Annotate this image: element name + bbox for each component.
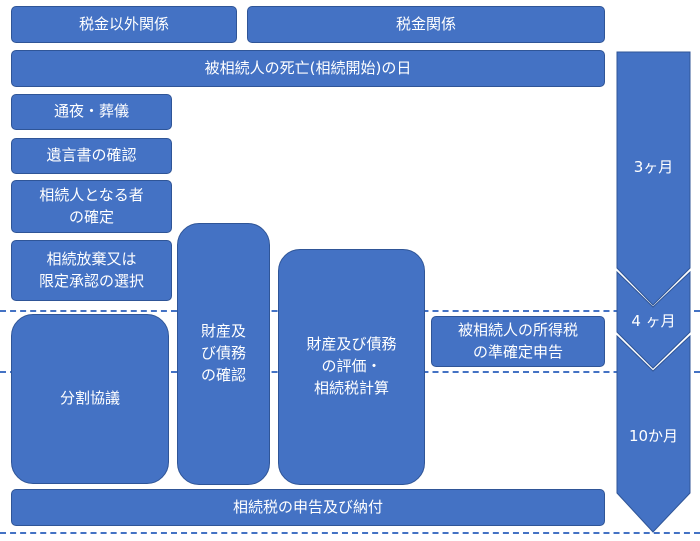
wake-funeral-label: 通夜・葬儀 xyxy=(53,102,129,121)
tax-header: 税金関係 xyxy=(247,6,605,43)
division-box: 分割協議 xyxy=(11,314,169,484)
three-month-label: 3ヶ月 xyxy=(633,158,674,176)
ten-month-arrow xyxy=(616,334,691,533)
four-month-arrow xyxy=(616,270,691,369)
ten-month-end-line xyxy=(0,532,700,534)
wake-funeral-box: 通夜・葬儀 xyxy=(11,94,172,130)
asset-eval-box: 財産及び債務 の評価・ 相続税計算 xyxy=(278,249,425,485)
income-tax-label: 被相続人の所得税 の準確定申告 xyxy=(457,320,578,361)
asset-confirm-label: 財産及 び債務 の確認 xyxy=(200,322,246,384)
non-tax-header: 税金以外関係 xyxy=(11,6,237,43)
asset-eval-label: 財産及び債務 の評価・ 相続税計算 xyxy=(306,335,397,397)
heir-confirm-box: 相続人となる者 の確定 xyxy=(11,180,172,233)
will-check-box: 遺言書の確認 xyxy=(11,138,172,174)
income-tax-box: 被相続人の所得税 の準確定申告 xyxy=(431,316,605,367)
non-tax-header-label: 税金以外関係 xyxy=(78,14,169,33)
heir-confirm-label: 相続人となる者 の確定 xyxy=(39,185,144,226)
asset-confirm-box: 財産及 び債務 の確認 xyxy=(177,223,270,485)
start-event-box: 被相続人の死亡(相続開始)の日 xyxy=(11,50,605,87)
start-event-label: 被相続人の死亡(相続開始)の日 xyxy=(204,58,412,77)
renounce-select-box: 相続放棄又は 限定承認の選択 xyxy=(11,240,172,301)
tax-filing-label: 相続税の申告及び納付 xyxy=(232,497,383,516)
will-check-label: 遺言書の確認 xyxy=(46,146,137,165)
division-label: 分割協議 xyxy=(59,389,120,408)
tax-filing-box: 相続税の申告及び納付 xyxy=(11,489,605,526)
three-month-arrow xyxy=(616,51,691,306)
four-month-label: 4 ヶ月 xyxy=(631,312,676,330)
ten-month-label: 10か月 xyxy=(628,427,679,445)
tax-header-label: 税金関係 xyxy=(395,14,456,33)
renounce-select-label: 相続放棄又は 限定承認の選択 xyxy=(38,249,144,290)
